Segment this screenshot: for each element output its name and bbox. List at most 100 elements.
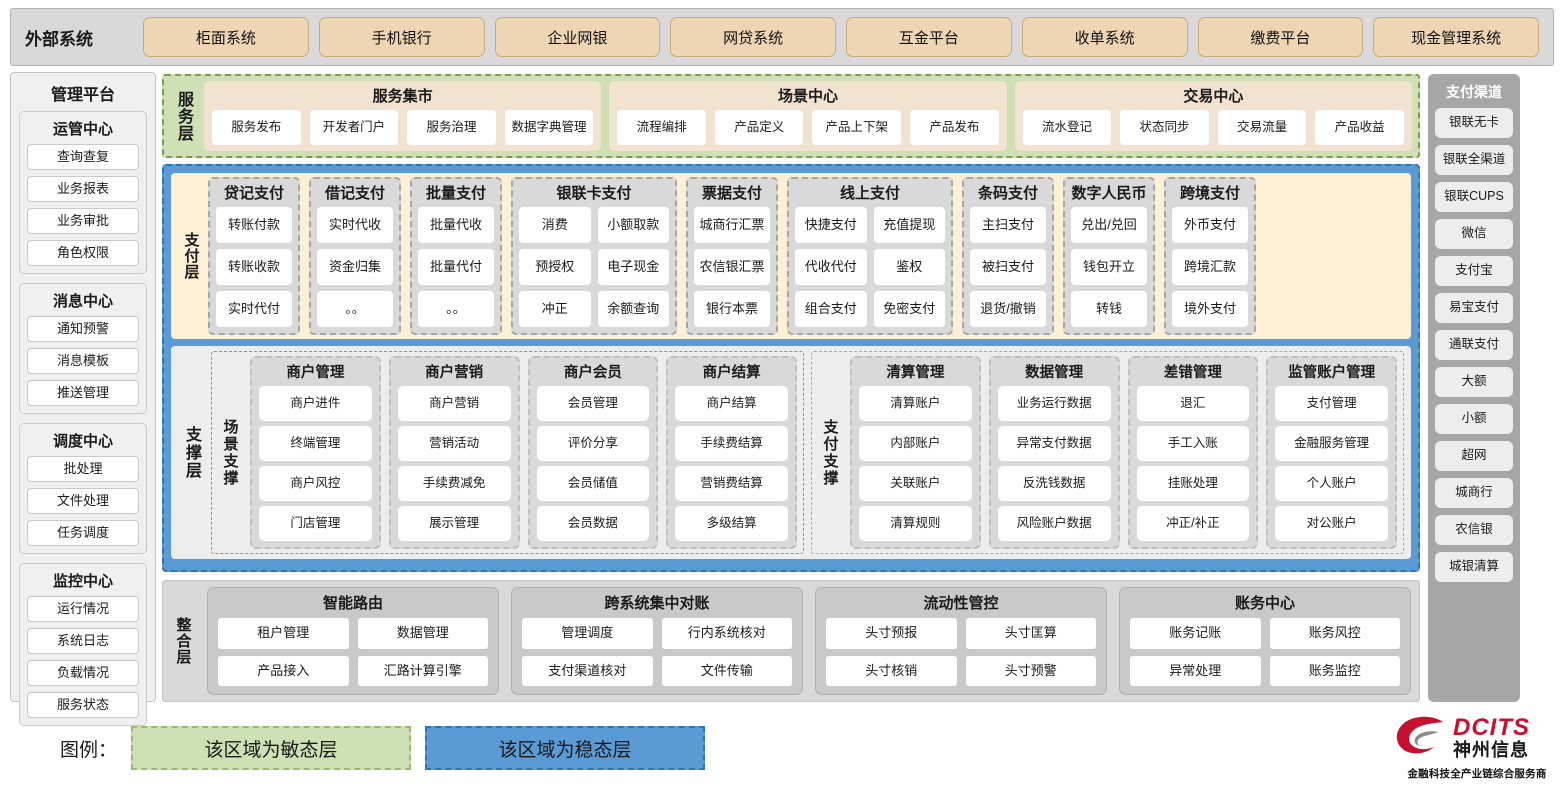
scene-support-item[interactable]: 会员数据 [536, 506, 650, 541]
service-item[interactable]: 产品发布 [910, 110, 999, 145]
payment-item[interactable]: 实时代收 [317, 207, 393, 243]
scene-support-item[interactable]: 终端管理 [259, 426, 372, 461]
scene-support-item[interactable]: 展示管理 [397, 506, 511, 541]
service-item[interactable]: 开发者门户 [309, 110, 399, 145]
external-system-chip[interactable]: 收单系统 [1021, 17, 1188, 57]
payment-item[interactable]: 电子现金 [597, 249, 669, 285]
external-system-chip[interactable]: 手机银行 [318, 17, 485, 57]
payment-channel-item[interactable]: 通联支付 [1435, 330, 1513, 360]
payment-item[interactable]: 退货/撤销 [970, 291, 1046, 327]
service-item[interactable]: 交易流量 [1217, 110, 1307, 145]
integration-item[interactable]: 产品接入 [218, 655, 349, 686]
payment-item[interactable]: 兑出/兑回 [1071, 207, 1147, 243]
payment-item[interactable]: 实时代付 [216, 291, 292, 327]
integration-item[interactable]: 头寸预报 [826, 618, 957, 649]
payment-support-item[interactable]: 反洗钱数据 [997, 466, 1111, 501]
integration-item[interactable]: 行内系统核对 [661, 618, 792, 649]
integration-item[interactable]: 账务风控 [1269, 618, 1400, 649]
payment-item[interactable]: 钱包开立 [1071, 249, 1147, 285]
scene-support-item[interactable]: 手续费减免 [397, 466, 511, 501]
payment-item[interactable]: 跨境汇款 [1172, 249, 1248, 285]
payment-channel-item[interactable]: 大额 [1435, 367, 1513, 397]
payment-item[interactable]: 鉴权 [873, 249, 945, 285]
service-item[interactable]: 流程编排 [617, 110, 706, 145]
payment-item[interactable]: 转账收款 [216, 249, 292, 285]
integration-item[interactable]: 账务监控 [1269, 655, 1400, 686]
management-item[interactable]: 角色权限 [27, 240, 139, 266]
integration-item[interactable]: 数据管理 [357, 618, 488, 649]
payment-item[interactable]: 免密支付 [873, 291, 945, 327]
integration-item[interactable]: 管理调度 [522, 618, 653, 649]
external-system-chip[interactable]: 企业网银 [494, 17, 661, 57]
payment-item[interactable]: 消费 [519, 207, 591, 243]
management-item[interactable]: 批处理 [27, 456, 139, 482]
payment-item[interactable]: 。。 [317, 291, 393, 327]
payment-support-item[interactable]: 业务运行数据 [997, 386, 1111, 421]
scene-support-item[interactable]: 门店管理 [259, 506, 372, 541]
management-item[interactable]: 运行情况 [27, 596, 139, 622]
payment-channel-item[interactable]: 城商行 [1435, 478, 1513, 508]
payment-support-item[interactable]: 冲正/补正 [1136, 506, 1250, 541]
integration-item[interactable]: 头寸核销 [826, 655, 957, 686]
payment-item[interactable]: 主扫支付 [970, 207, 1046, 243]
payment-channel-item[interactable]: 超网 [1435, 441, 1513, 471]
payment-item[interactable]: 余额查询 [597, 291, 669, 327]
payment-item[interactable]: 充值提现 [873, 207, 945, 243]
payment-support-item[interactable]: 风险账户数据 [997, 506, 1111, 541]
integration-item[interactable]: 支付渠道核对 [522, 655, 653, 686]
payment-item[interactable]: 城商行汇票 [694, 207, 770, 243]
payment-item[interactable]: 被扫支付 [970, 249, 1046, 285]
scene-support-item[interactable]: 评价分享 [536, 426, 650, 461]
management-item[interactable]: 任务调度 [27, 520, 139, 546]
integration-item[interactable]: 异常处理 [1130, 655, 1261, 686]
integration-item[interactable]: 文件传输 [661, 655, 792, 686]
scene-support-item[interactable]: 会员储值 [536, 466, 650, 501]
external-system-chip[interactable]: 互金平台 [846, 17, 1012, 57]
management-item[interactable]: 服务状态 [27, 692, 139, 718]
payment-item[interactable]: 批量代付 [418, 249, 494, 285]
payment-item[interactable]: 转账付款 [216, 207, 292, 243]
payment-item[interactable]: 资金归集 [317, 249, 393, 285]
payment-item[interactable]: 银行本票 [694, 291, 770, 327]
scene-support-item[interactable]: 会员管理 [536, 386, 650, 421]
management-item[interactable]: 消息模板 [27, 348, 139, 374]
payment-item[interactable]: 外币支付 [1172, 207, 1248, 243]
management-item[interactable]: 负载情况 [27, 660, 139, 686]
payment-item[interactable]: 冲正 [519, 291, 591, 327]
payment-channel-item[interactable]: 银联CUPS [1435, 182, 1513, 212]
scene-support-item[interactable]: 手续费结算 [675, 426, 788, 461]
payment-channel-item[interactable]: 农信银 [1435, 515, 1513, 545]
service-item[interactable]: 产品上下架 [812, 110, 902, 145]
management-item[interactable]: 文件处理 [27, 488, 139, 514]
scene-support-item[interactable]: 商户营销 [397, 386, 511, 421]
integration-item[interactable]: 账务记账 [1130, 618, 1261, 649]
scene-support-item[interactable]: 营销活动 [397, 426, 511, 461]
management-item[interactable]: 业务报表 [27, 176, 139, 202]
payment-support-item[interactable]: 内部账户 [859, 426, 972, 461]
service-item[interactable]: 产品收益 [1315, 110, 1404, 145]
payment-channel-item[interactable]: 银联无卡 [1435, 108, 1513, 138]
integration-item[interactable]: 头寸预警 [965, 655, 1096, 686]
payment-item[interactable]: 转钱 [1071, 291, 1147, 327]
scene-support-item[interactable]: 多级结算 [675, 506, 788, 541]
payment-support-item[interactable]: 手工入账 [1136, 426, 1250, 461]
payment-channel-item[interactable]: 易宝支付 [1435, 293, 1513, 323]
payment-support-item[interactable]: 金融服务管理 [1275, 426, 1388, 461]
payment-item[interactable]: 境外支付 [1172, 291, 1248, 327]
external-system-chip[interactable]: 缴费平台 [1197, 17, 1364, 57]
payment-item[interactable]: 预授权 [519, 249, 591, 285]
management-item[interactable]: 系统日志 [27, 628, 139, 654]
service-item[interactable]: 服务治理 [407, 110, 496, 145]
payment-support-item[interactable]: 关联账户 [859, 466, 972, 501]
payment-support-item[interactable]: 个人账户 [1275, 466, 1388, 501]
payment-item[interactable]: 代收代付 [795, 249, 867, 285]
scene-support-item[interactable]: 营销费结算 [675, 466, 788, 501]
external-system-chip[interactable]: 网贷系统 [670, 17, 836, 57]
payment-item[interactable]: 。。 [418, 291, 494, 327]
payment-support-item[interactable]: 退汇 [1136, 386, 1250, 421]
scene-support-item[interactable]: 商户进件 [259, 386, 372, 421]
payment-item[interactable]: 快捷支付 [795, 207, 867, 243]
scene-support-item[interactable]: 商户风控 [259, 466, 372, 501]
external-system-chip[interactable]: 现金管理系统 [1373, 17, 1539, 57]
management-item[interactable]: 业务审批 [27, 208, 139, 234]
